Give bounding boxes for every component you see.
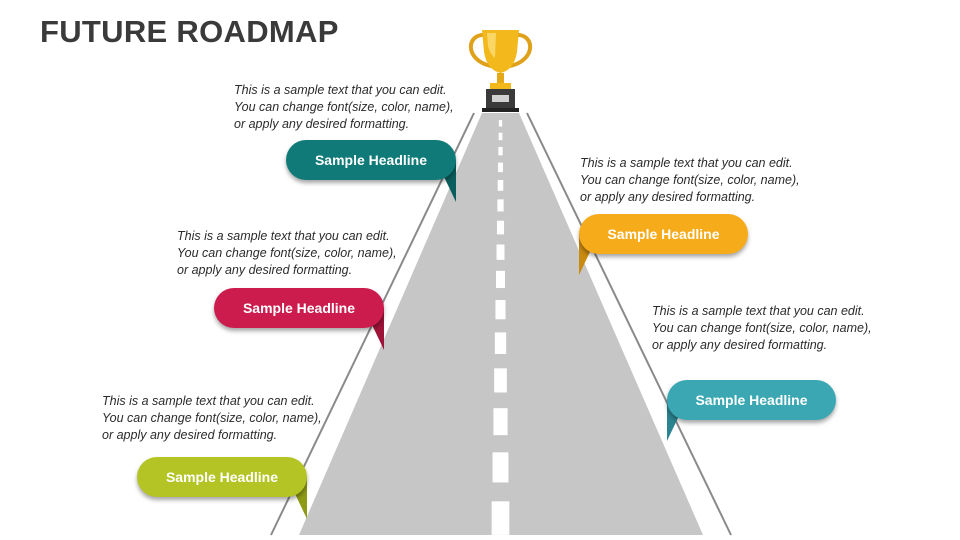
lane-dash-9 xyxy=(496,270,505,289)
lane-dash-13 xyxy=(493,408,508,436)
lane-dash-5 xyxy=(497,180,504,191)
road-edge-right xyxy=(526,112,732,536)
milestone-1-headline: Sample Headline xyxy=(286,140,456,180)
milestone-5-description: This is a sample text that you can edit.… xyxy=(102,394,322,442)
lane-dash-7 xyxy=(496,220,505,235)
milestone-4-headline: Sample Headline xyxy=(667,380,836,420)
lane-dash-15 xyxy=(491,501,510,535)
lane-dash-8 xyxy=(496,244,505,260)
milestone-2-headline: Sample Headline xyxy=(579,214,748,254)
lane-dash-6 xyxy=(497,199,504,212)
lane-dash-14 xyxy=(492,452,509,483)
road-surface xyxy=(299,113,703,535)
lane-dash-10 xyxy=(495,300,506,320)
center-lane-dashes xyxy=(491,120,510,535)
lane-dash-11 xyxy=(494,332,507,355)
lane-dash-2 xyxy=(498,132,503,141)
lane-dash-3 xyxy=(498,146,503,156)
lane-dash-12 xyxy=(494,368,507,393)
milestone-1-description: This is a sample text that you can edit.… xyxy=(234,83,454,131)
trophy-icon xyxy=(468,30,533,112)
milestone-5-headline: Sample Headline xyxy=(137,457,307,497)
milestone-2-description: This is a sample text that you can edit.… xyxy=(580,156,800,204)
milestone-4-description: This is a sample text that you can edit.… xyxy=(652,304,872,352)
lane-dash-4 xyxy=(498,162,503,173)
milestone-3-description: This is a sample text that you can edit.… xyxy=(177,229,397,277)
milestone-3-headline: Sample Headline xyxy=(214,288,384,328)
lane-dash-1 xyxy=(498,120,503,127)
page-title: FUTURE ROADMAP xyxy=(40,14,339,49)
